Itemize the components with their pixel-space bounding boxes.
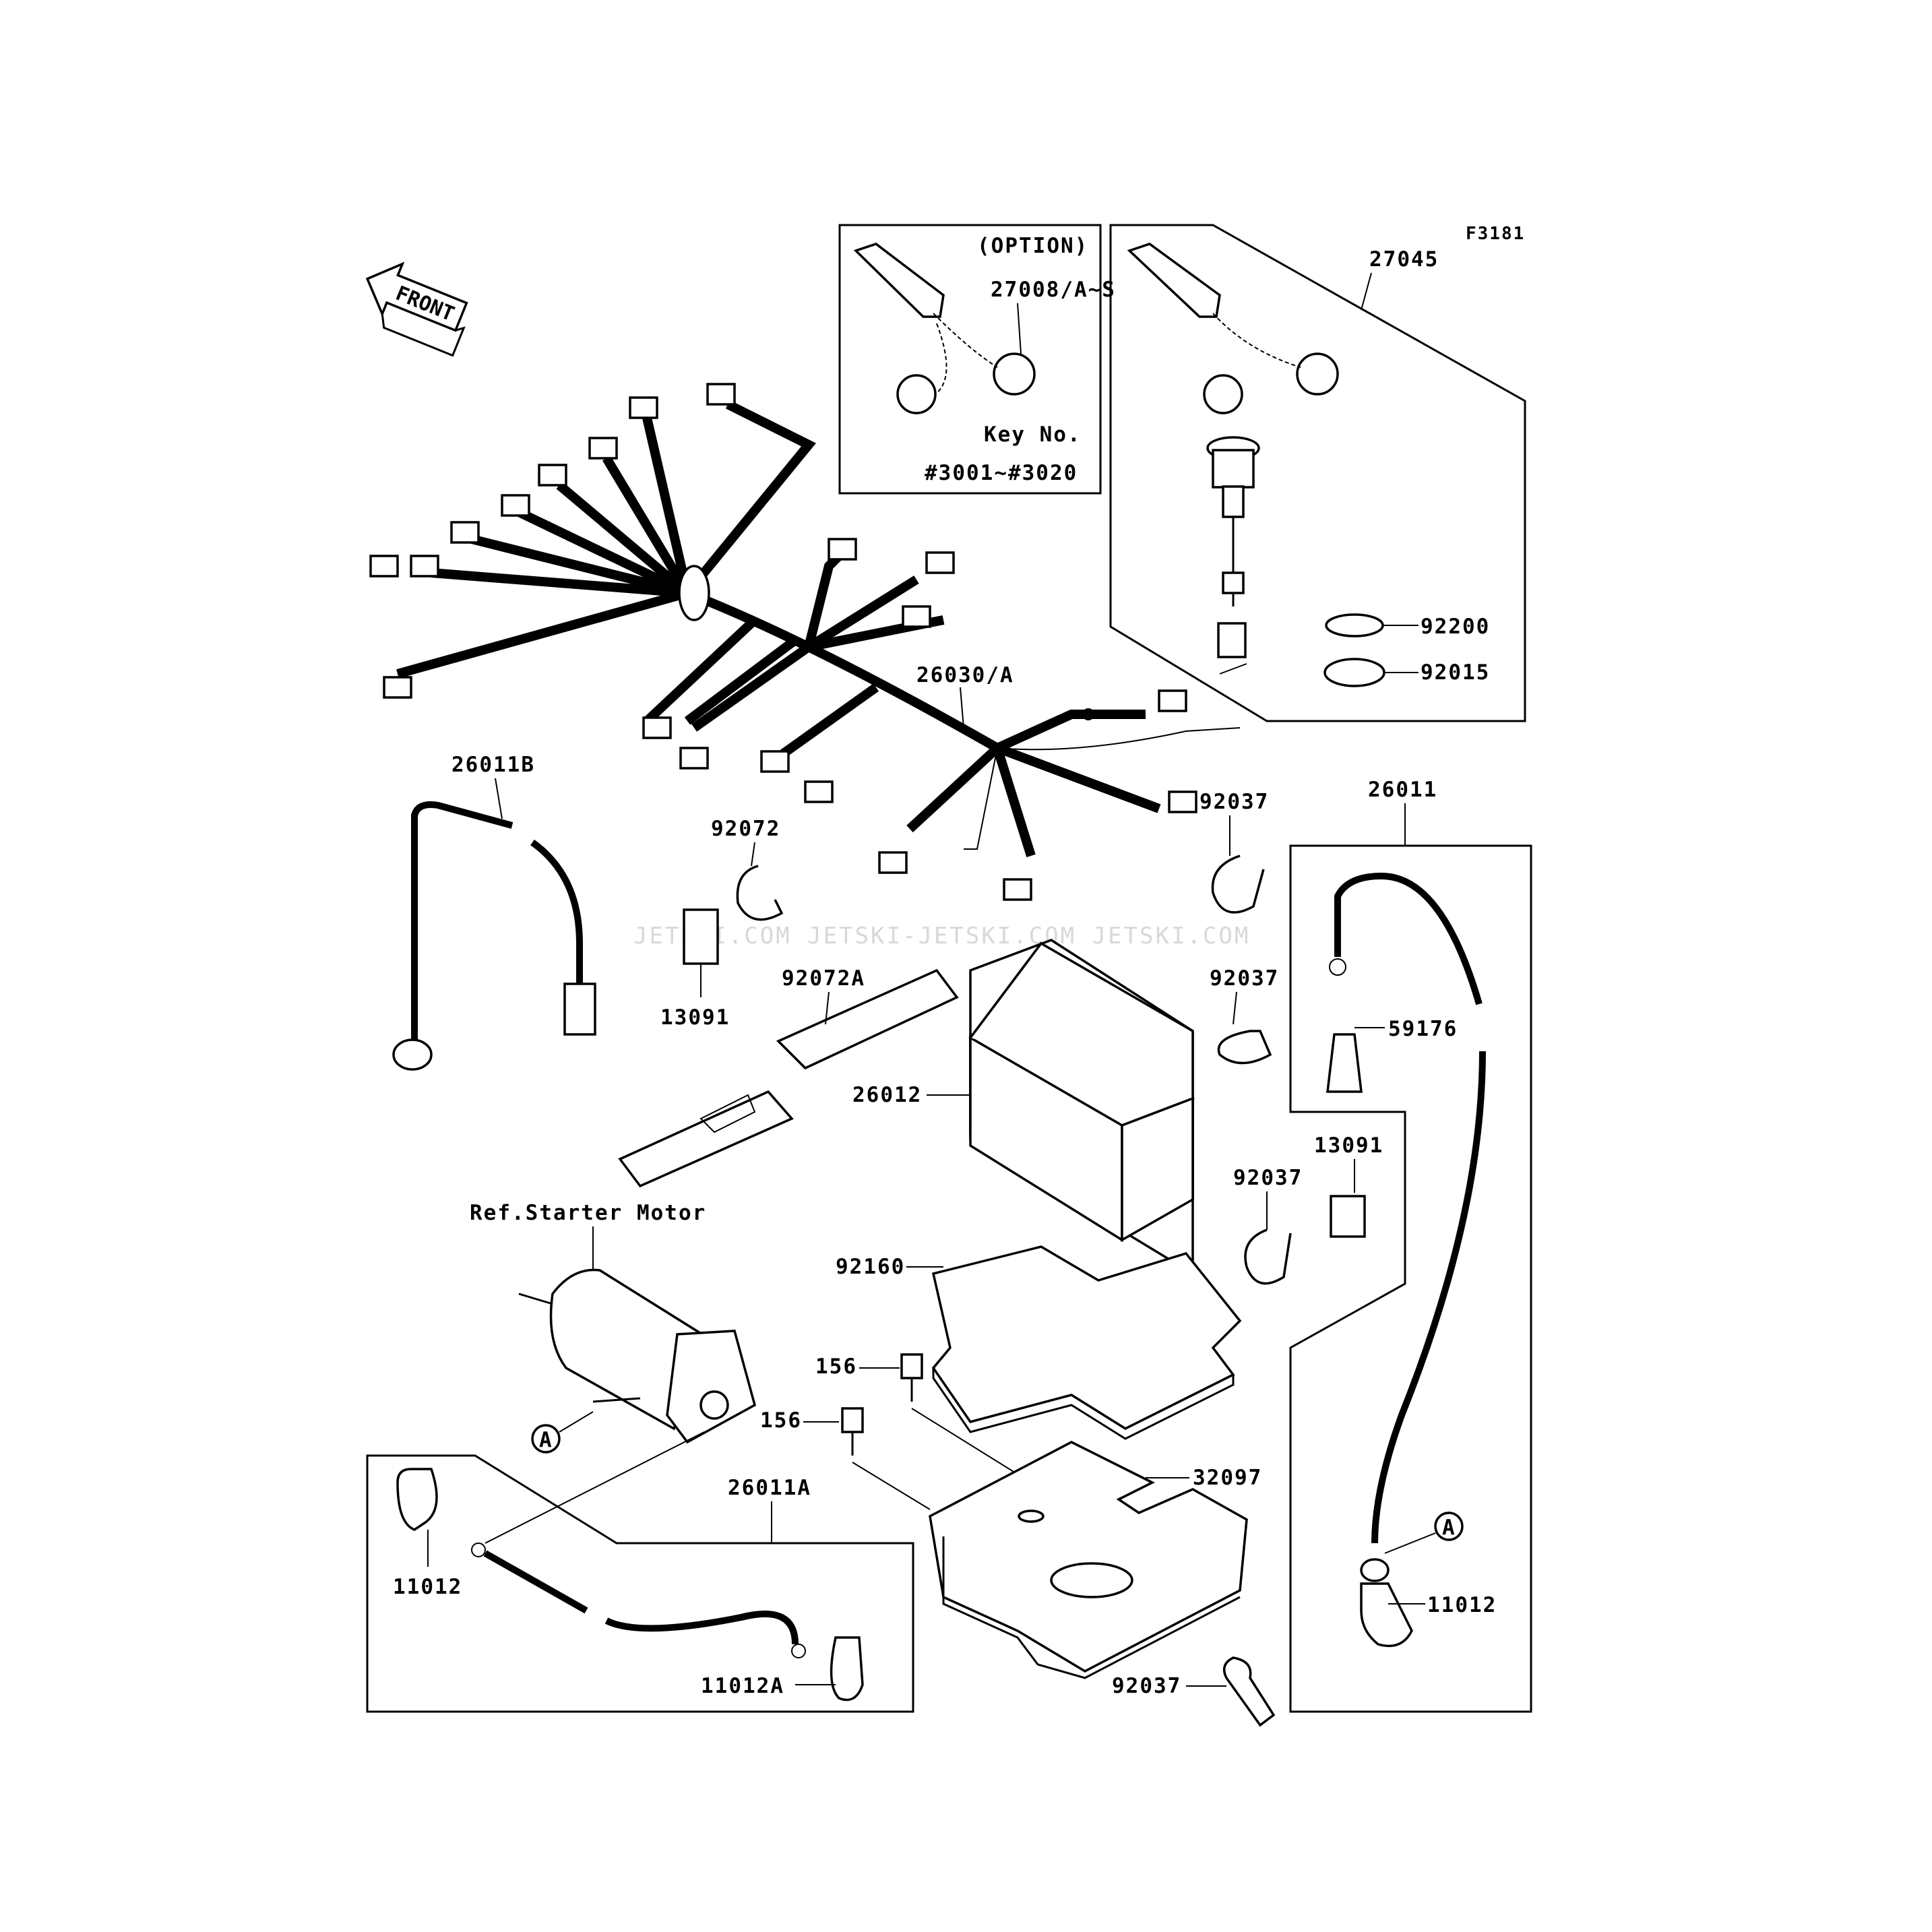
- clamp-92037-d-icon: [1222, 1656, 1276, 1727]
- cable-26011-box: 26011 59176 13091 11012 A: [1289, 778, 1532, 1713]
- label-156-a: 156: [815, 1354, 857, 1379]
- boot-59176-icon: [1326, 1033, 1363, 1093]
- clamp-92072-icon: [736, 865, 784, 921]
- label-59176: 59176: [1388, 1017, 1458, 1041]
- label-156-b: 156: [760, 1408, 802, 1433]
- label-13091-right: 13091: [1314, 1133, 1383, 1158]
- label-92037-b: 92037: [1210, 966, 1279, 991]
- washer-92200-icon: [1325, 613, 1384, 637]
- label-ref-starter: Ref.Starter Motor: [470, 1201, 706, 1225]
- watermark: JETSKI.COM JETSKI-JETSKI.COM JETSKI.COM: [633, 923, 1250, 949]
- label-11012A: 11012A: [701, 1674, 784, 1698]
- label-92072A: 92072A: [782, 966, 865, 991]
- label-92200: 92200: [1421, 615, 1490, 639]
- label-11012-left: 11012: [393, 1575, 462, 1599]
- label-92015: 92015: [1421, 660, 1490, 685]
- battery-body-icon: [968, 941, 1195, 1243]
- cable-26011B-icon: [392, 801, 596, 1071]
- label-26011B: 26011B: [451, 753, 535, 777]
- option-title: (OPTION): [977, 234, 1088, 258]
- cap-11012-left-icon: [396, 1468, 438, 1531]
- terminal-icon: [1360, 1558, 1390, 1582]
- clamp-92037-a-icon: [1211, 854, 1265, 914]
- nut-92015-icon: [1323, 658, 1385, 687]
- clamp-92037-c-icon: [1244, 1228, 1292, 1285]
- label-92072: 92072: [711, 817, 780, 841]
- label-92037-a: 92037: [1199, 790, 1269, 814]
- starter-motor-icon: [485, 1268, 757, 1544]
- ref-a-left-label: A: [539, 1428, 553, 1452]
- front-arrow-icon: FRONT: [365, 261, 468, 357]
- label-92037-c: 92037: [1233, 1166, 1303, 1190]
- bolt-156-a-icon: [900, 1353, 923, 1402]
- label-13091-left: 13091: [660, 1005, 730, 1030]
- option-key-box: (OPTION) 27008/A~S Key No. #3001~#3020: [838, 224, 1116, 495]
- ref-a-right-label: A: [1442, 1516, 1456, 1540]
- option-part-number: 27008/A~S: [991, 278, 1116, 302]
- figure-code: F3181: [1466, 224, 1525, 244]
- battery-tray-32097-icon: [929, 1441, 1248, 1679]
- label-92037-d: 92037: [1112, 1674, 1181, 1698]
- cable-26011A-box: 26011A 11012 11012A: [366, 1454, 914, 1713]
- pad-92160-icon: [931, 1245, 1242, 1440]
- label-26011: 26011: [1368, 778, 1437, 802]
- ignition-switch-icon: [1206, 436, 1260, 658]
- label-32097: 32097: [1193, 1466, 1262, 1490]
- label-92160: 92160: [836, 1255, 905, 1279]
- main-harness-icon: [369, 383, 1241, 901]
- key-icon: [1127, 243, 1339, 414]
- ignition-switch-box: 27045 92200 92015: [1109, 224, 1526, 722]
- label-11012-right: 11012: [1427, 1593, 1497, 1617]
- label-26011A: 26011A: [728, 1476, 811, 1500]
- bolt-156-b-icon: [841, 1407, 864, 1456]
- cap-11012A-icon: [830, 1636, 864, 1702]
- label-26030A: 26030/A: [916, 663, 1014, 687]
- cap-13091-right-icon: [1330, 1195, 1366, 1238]
- label-26012: 26012: [852, 1083, 922, 1107]
- ref-a-left: [531, 1424, 561, 1454]
- ref-a-right: [1434, 1512, 1464, 1541]
- label-27045: 27045: [1369, 247, 1439, 272]
- cap-13091-icon: [683, 908, 719, 965]
- battery-strap-92072A-icon: [618, 968, 959, 1188]
- option-key-icon: [853, 243, 1036, 414]
- option-key-label: Key No.: [984, 423, 1082, 447]
- clamp-92037-b-icon: [1217, 1030, 1272, 1065]
- cap-11012-right-icon: [1360, 1582, 1413, 1648]
- option-key-range: #3001~#3020: [925, 461, 1078, 485]
